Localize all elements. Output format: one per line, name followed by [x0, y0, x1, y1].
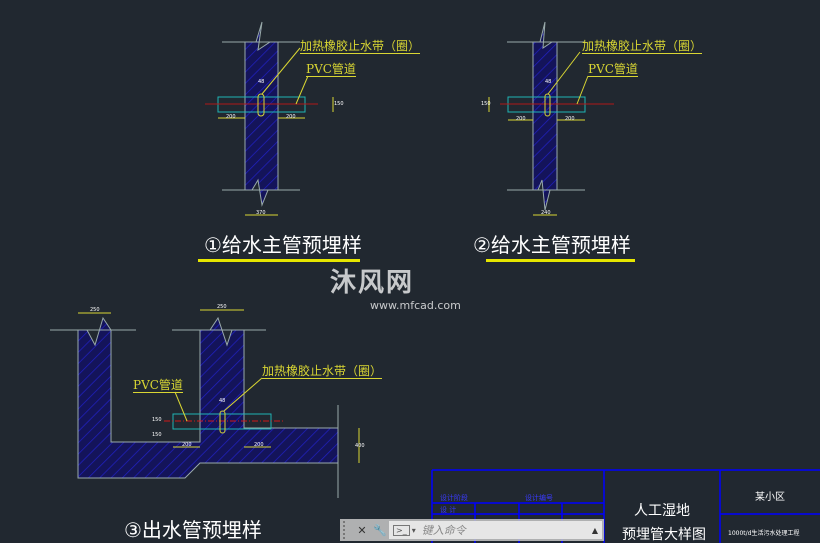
command-input[interactable]: >_ ▾ 键入命令 ▲	[389, 521, 602, 539]
design-label: 设 计	[440, 506, 457, 514]
dim-label: 150	[481, 101, 491, 107]
drawing-title-line-1: 人工湿地	[634, 503, 690, 519]
detail-2	[486, 21, 635, 262]
detail-1-title: ①给水主管预埋样	[204, 233, 362, 257]
stage-label: 设计阶段	[440, 494, 468, 502]
dim-label: 200	[182, 442, 192, 448]
dim-label: 250	[90, 307, 100, 313]
dim-label: 200	[286, 114, 296, 120]
seal-callout-label: 加热橡胶止水带（圈）	[582, 39, 703, 54]
detail-3	[50, 309, 360, 498]
dim-label: 48	[219, 398, 226, 404]
dim-label: 150	[152, 417, 162, 423]
client-name: 某小区	[755, 492, 785, 503]
dim-label: 48	[258, 79, 265, 85]
dim-label: 48	[545, 79, 552, 85]
number-label: 设计编号	[525, 494, 553, 502]
wall-section	[244, 21, 279, 207]
pipe-callout-label: PVC管道	[133, 378, 183, 393]
detail-1	[198, 21, 360, 262]
title-block-frame	[431, 469, 820, 543]
watermark-url: www.mfcad.com	[370, 299, 461, 312]
dim-label: 400	[355, 443, 365, 449]
dim-label: 150	[152, 432, 162, 438]
watermark-logo: 沐风网	[330, 268, 415, 298]
dim-label: 200	[565, 116, 575, 122]
history-up-icon[interactable]: ▲	[591, 525, 598, 535]
dim-label: 200	[254, 442, 264, 448]
dim-label: 200	[516, 116, 526, 122]
command-prompt-icon[interactable]: >_	[393, 524, 410, 536]
project-name: 1000t/d生活污水处理工程	[728, 530, 800, 537]
seal-callout-label: 加热橡胶止水带（圈）	[262, 364, 383, 379]
pipe-callout-label: PVC管道	[588, 62, 638, 77]
command-line-bar: ✕ 🔧 >_ ▾ 键入命令 ▲	[340, 519, 604, 541]
dim-label: 200	[226, 114, 236, 120]
close-icon[interactable]: ✕	[357, 523, 367, 537]
detail-2-title: ②给水主管预埋样	[473, 233, 631, 257]
dim-label: 240	[541, 210, 551, 216]
watermark: 沐风网 www.mfcad.com	[330, 262, 461, 312]
pipe-callout-label: PVC管道	[306, 62, 356, 77]
wrench-icon[interactable]: 🔧	[373, 523, 387, 537]
dim-label: 150	[334, 101, 344, 107]
drag-handle[interactable]	[343, 521, 353, 539]
dim-label: 250	[217, 304, 227, 310]
chevron-down-icon[interactable]: ▾	[411, 525, 416, 535]
detail-3-title: ③出水管预埋样	[124, 518, 262, 542]
title-underline	[198, 259, 360, 262]
dim-label: 370	[256, 210, 266, 216]
command-placeholder: 键入命令	[421, 524, 466, 537]
seal-callout-label: 加热橡胶止水带（圈）	[300, 39, 421, 54]
drawing-title-line-2: 预埋管大样图	[622, 527, 706, 543]
